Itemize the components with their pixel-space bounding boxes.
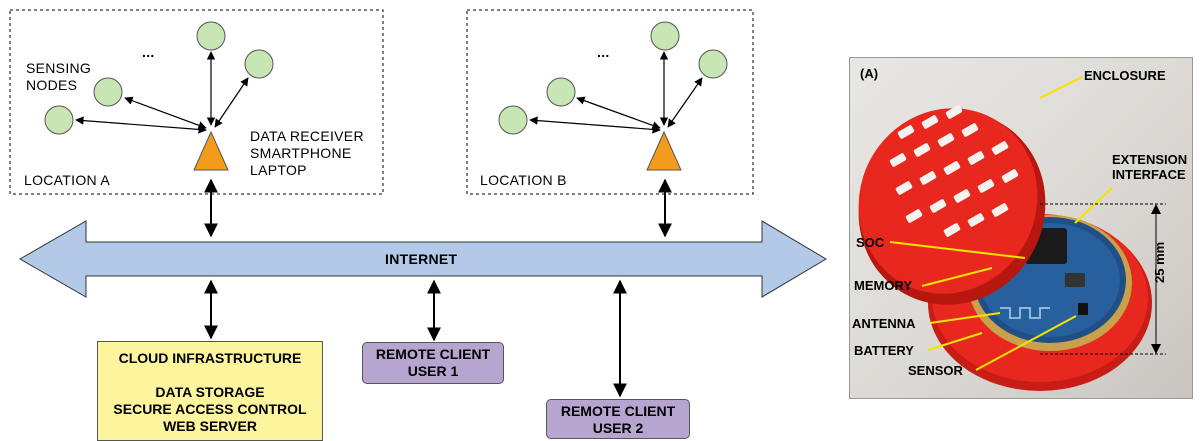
sensing-nodes-label-line1: SENSING [26, 60, 92, 76]
battery-label: BATTERY [854, 343, 914, 358]
soc-label: SOC [856, 235, 885, 250]
photo-panel-label: (A) [860, 66, 879, 81]
client2-line1: REMOTE CLIENT [560, 403, 676, 419]
sensing-node [498, 105, 528, 135]
antenna-label: ANTENNA [852, 316, 916, 331]
smartphone-label: SMARTPHONE [250, 145, 352, 161]
internet-label: INTERNET [385, 251, 458, 267]
sensing-node [546, 77, 576, 107]
sensing-nodes-label-line2: NODES [26, 77, 78, 93]
sensing-node [244, 49, 274, 79]
cloud-infrastructure-box: CLOUD INFRASTRUCTURE DATA STORAGE SECURE… [97, 341, 323, 441]
location-b-box [466, 9, 754, 195]
sensing-nodes-b [498, 21, 728, 135]
client1-line2: USER 1 [407, 363, 459, 379]
cloud-title: CLOUD INFRASTRUCTURE [118, 350, 302, 366]
extension-label-line2: INTERFACE [1112, 167, 1186, 182]
cloud-secure-access: SECURE ACCESS CONTROL [113, 401, 307, 417]
nodes-ellipsis-b: ... [597, 44, 610, 60]
client2-line2: USER 2 [592, 420, 644, 436]
remote-client-user1-box: REMOTE CLIENT USER 1 [362, 342, 504, 384]
enclosure-label: ENCLOSURE [1084, 68, 1166, 83]
sensing-node [698, 49, 728, 79]
sensor-node-photo: (A) ENCLOSURE EXTENSION INTERFACE SOC ME… [849, 57, 1193, 399]
sensing-node [196, 21, 226, 51]
sensing-node [650, 21, 680, 51]
internet-arrow [18, 220, 827, 298]
data-receiver-b-icon [646, 130, 682, 171]
cloud-web-server: WEB SERVER [163, 418, 257, 434]
laptop-label: LAPTOP [250, 162, 307, 178]
sensing-nodes-a [44, 21, 274, 135]
memory-label: MEMORY [854, 278, 913, 293]
location-a-box [9, 9, 384, 195]
location-b-label: LOCATION B [480, 172, 567, 188]
data-receiver-a-icon [193, 130, 229, 171]
sensing-node [44, 105, 74, 135]
extension-label-line1: EXTENSION [1112, 152, 1188, 167]
nodes-ellipsis-a: ... [142, 44, 155, 60]
cloud-data-storage: DATA STORAGE [155, 384, 265, 400]
sensor-node-illustration [858, 76, 1166, 391]
client1-line1: REMOTE CLIENT [375, 346, 491, 362]
location-a-label: LOCATION A [24, 172, 110, 188]
remote-client-user2-box: REMOTE CLIENT USER 2 [546, 399, 690, 439]
sensor-label: SENSOR [908, 363, 963, 378]
data-receiver-label: DATA RECEIVER [250, 128, 364, 144]
sensing-node [93, 77, 123, 107]
dimension-label: 25 mm [1152, 241, 1167, 283]
network-diagram [9, 9, 827, 398]
